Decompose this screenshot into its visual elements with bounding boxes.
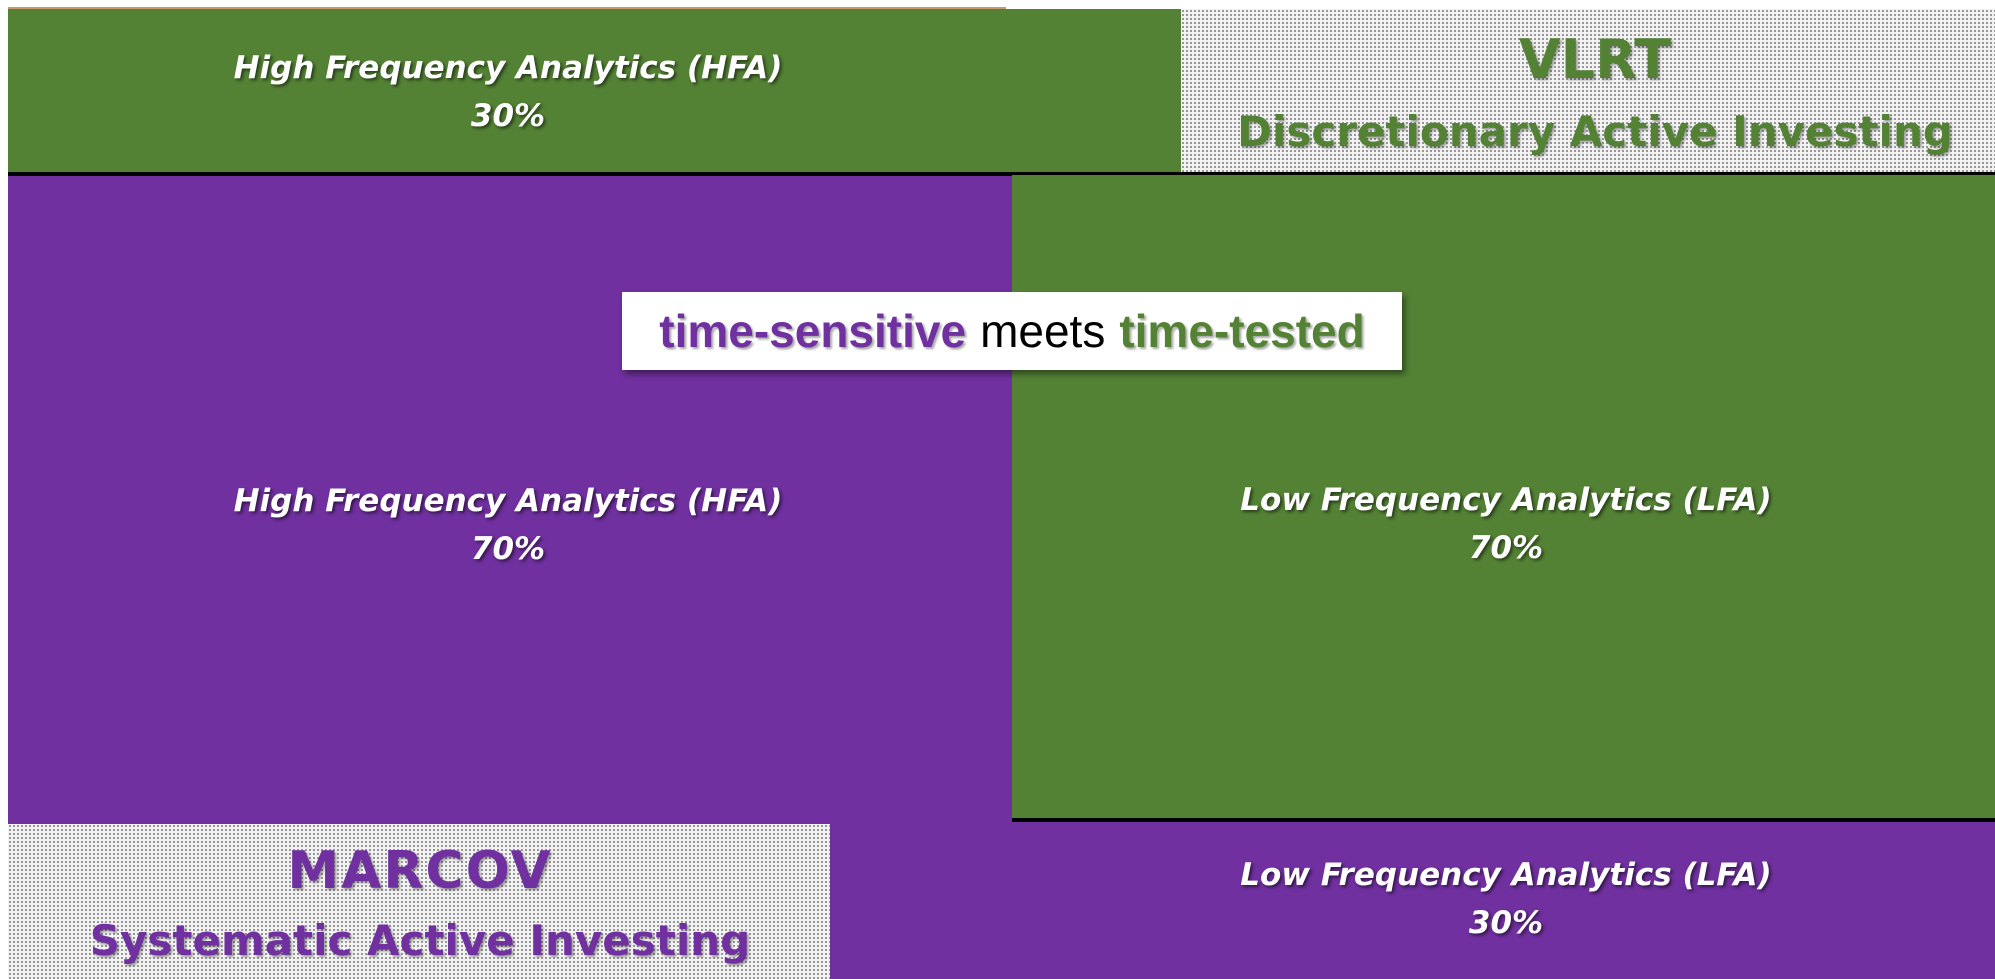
tagline-box: time-sensitive meets time-tested <box>622 292 1402 370</box>
tagline-meets: meets <box>980 305 1106 357</box>
marcov-subtitle: Systematic Active Investing <box>89 916 751 965</box>
hfa-70-region <box>8 172 1012 822</box>
hfa-30-region <box>8 9 1008 174</box>
top-accent-line <box>8 7 1006 9</box>
vlrt-title: VLRT <box>1518 28 1672 91</box>
hfa-30-name: High Frequency Analytics (HFA) <box>233 50 783 86</box>
hfa-30-label: High Frequency Analytics (HFA) 30% <box>108 44 908 140</box>
lfa-30-pct: 30% <box>1468 905 1544 941</box>
hfa-70-name: High Frequency Analytics (HFA) <box>233 483 783 519</box>
lfa-30-region <box>1008 822 1995 979</box>
hfa-30-pct: 30% <box>470 98 546 134</box>
lfa-70-label: Low Frequency Analytics (LFA) 70% <box>1106 476 1906 572</box>
tagline-time-tested: time-tested <box>1119 305 1365 357</box>
marcov-brand-box <box>8 824 830 979</box>
hfa-70-label: High Frequency Analytics (HFA) 70% <box>108 477 908 573</box>
lfa-30-label: Low Frequency Analytics (LFA) 30% <box>1106 851 1906 947</box>
lfa-30-name: Low Frequency Analytics (LFA) <box>1240 857 1772 893</box>
marcov-title: MARCOV <box>287 841 553 901</box>
lfa-70-pct: 70% <box>1468 530 1544 566</box>
vlrt-brand-box <box>1181 9 1995 172</box>
vlrt-subtitle: Discretionary Active Investing <box>1237 107 1953 156</box>
lfa-70-name: Low Frequency Analytics (LFA) <box>1240 482 1772 518</box>
tagline-time-sensitive: time-sensitive <box>659 305 967 357</box>
hfa-70-pct: 70% <box>470 531 546 567</box>
